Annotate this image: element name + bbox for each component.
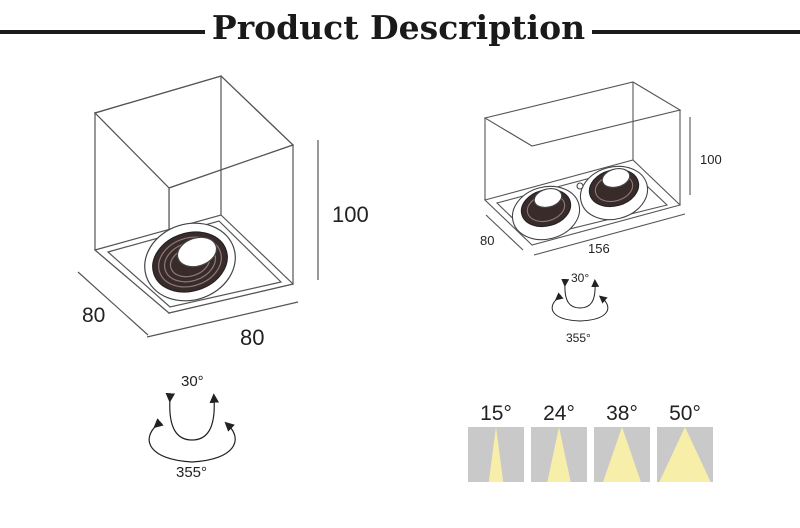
single-rotation-arc [148, 418, 236, 463]
double-rotation-arc [551, 292, 609, 322]
beam-angle-panels: 15° 24° 38° 50° [468, 402, 713, 482]
double-rotation-label: 355° [566, 331, 591, 345]
single-fixture [93, 75, 295, 315]
double-fixture [483, 81, 682, 246]
double-tilt-label: 30° [571, 271, 589, 285]
double-depth-label: 80 [480, 233, 494, 248]
double-depth-line [485, 214, 524, 251]
header-rule-left [0, 30, 205, 34]
beam-angle-label-3: 38° [606, 402, 638, 425]
double-height-label: 100 [700, 152, 722, 167]
single-rotation-label: 355° [176, 464, 207, 481]
single-width-line [146, 301, 299, 338]
page-title: Product Description [211, 8, 586, 47]
single-reflector [144, 222, 236, 302]
single-depth-label: 80 [82, 304, 105, 327]
single-tilt-label: 30° [181, 373, 204, 390]
double-dimensions [485, 117, 691, 256]
double-box-top [483, 81, 682, 147]
single-tilt-arc [165, 392, 220, 441]
single-depth-line [77, 271, 149, 336]
single-rotation-diagram [148, 392, 236, 463]
beam-angle-label-4: 50° [669, 402, 701, 425]
double-reflector-right [579, 165, 649, 221]
header: Product Description [0, 0, 800, 62]
beam-cone-1 [488, 427, 504, 482]
beam-cone-2 [547, 427, 571, 482]
header-rule-right [592, 30, 800, 34]
beam-cone-3 [603, 427, 641, 482]
double-width-line [533, 213, 686, 256]
beam-angle-label-1: 15° [480, 402, 512, 425]
beam-angle-label-2: 24° [543, 402, 575, 425]
single-width-label: 80 [240, 325, 264, 350]
single-height-label: 100 [332, 202, 369, 227]
double-tilt-arc [561, 278, 600, 309]
double-reflector-left [511, 185, 581, 241]
double-rotation-diagram [551, 278, 609, 322]
double-width-label: 156 [588, 241, 610, 256]
single-dimensions [77, 140, 319, 338]
beam-cone-4 [659, 427, 711, 482]
